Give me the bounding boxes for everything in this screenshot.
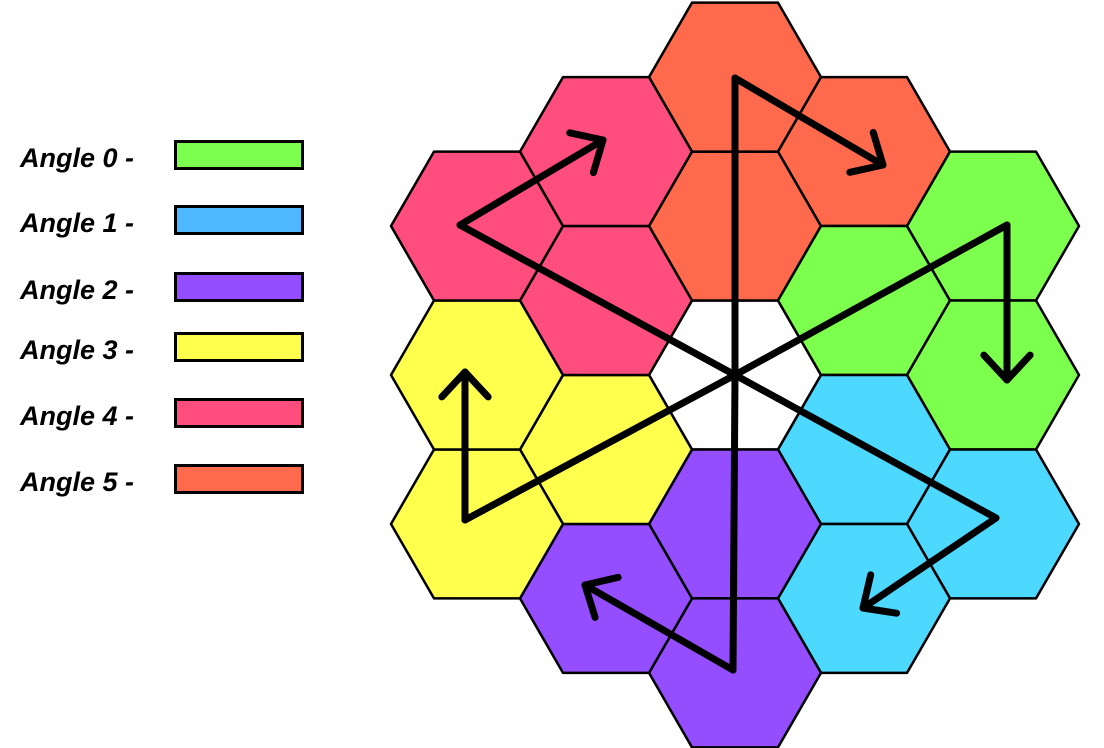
legend: Angle 0 - Angle 1 - Angle 2 - Angle 3 - … — [0, 0, 340, 748]
spoke-line-4 — [461, 371, 739, 524]
arrow-head-2 — [859, 571, 901, 617]
spoke-line-2 — [731, 371, 1000, 522]
legend-label: Angle 0 - — [20, 143, 135, 173]
arrow-head-3 — [581, 573, 622, 621]
arrow-head-0 — [846, 128, 887, 176]
legend-item-angle-3: Angle 3 - — [0, 330, 340, 370]
spoke-line-5 — [456, 221, 739, 379]
legend-item-angle-2: Angle 2 - — [0, 270, 340, 310]
arrow-line-3 — [581, 581, 737, 674]
legend-label: Angle 1 - — [20, 208, 135, 238]
arrow-line-2 — [859, 514, 1000, 612]
rotation-arrows — [438, 74, 1034, 674]
legend-item-angle-0: Angle 0 - — [0, 138, 340, 178]
legend-swatch — [174, 464, 304, 494]
legend-item-angle-1: Angle 1 - — [0, 203, 340, 243]
arrow-head-1 — [980, 351, 1034, 384]
legend-swatch — [174, 205, 304, 235]
legend-label: Angle 4 - — [20, 401, 135, 431]
legend-label: Angle 3 - — [20, 335, 135, 365]
legend-label: Angle 5 - — [20, 467, 135, 497]
legend-swatch — [174, 272, 304, 302]
arrow-line-0 — [731, 74, 887, 169]
arrow-line-5 — [456, 136, 607, 229]
hex-cell-angle-4 — [518, 75, 694, 228]
legend-label: Angle 2 - — [20, 275, 135, 305]
legend-item-angle-4: Angle 4 - — [0, 396, 340, 436]
arrow-head-4 — [438, 368, 492, 401]
arrow-head-5 — [566, 129, 607, 177]
legend-swatch — [174, 398, 304, 428]
spoke-line-1 — [731, 221, 1011, 379]
legend-swatch — [174, 332, 304, 362]
legend-swatch — [174, 140, 304, 170]
legend-item-angle-5: Angle 5 - — [0, 462, 340, 502]
spoke-line-3 — [729, 371, 739, 674]
